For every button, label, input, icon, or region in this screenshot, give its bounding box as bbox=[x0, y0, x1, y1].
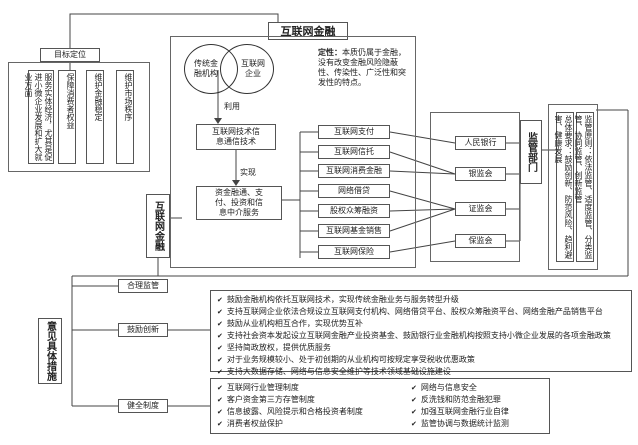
system-item: 消费者权益保护 bbox=[217, 418, 363, 430]
regulator-item: 证监会 bbox=[455, 202, 506, 216]
definition-label: 定性： bbox=[318, 48, 342, 57]
system-item: 互联网行业管理制度 bbox=[217, 382, 363, 394]
dept-title: 监管部门 bbox=[520, 120, 542, 184]
goal-panel bbox=[8, 62, 150, 172]
business-item: 股权众筹融资 bbox=[318, 204, 390, 218]
business-item: 互联网保险 bbox=[318, 245, 390, 259]
goal-item: 服务实体经济，尤其是促进小微企业发展和扩大就业方面 bbox=[24, 70, 54, 164]
business-item: 互联网信托 bbox=[318, 145, 390, 159]
innovate-item: 对于业务规模较小、处于初创期的从业机构可按规定享受税收优惠政策 bbox=[217, 354, 625, 366]
realize-label: 实现 bbox=[240, 168, 256, 177]
definition: 定性：本质仍属于金融，没有改变金融风险隐蔽性、传染性、广泛性和突发性的特点。 bbox=[318, 48, 412, 108]
system-panel: 互联网行业管理制度 客户资金第三方存管制度 信息披露、风险提示和合格投资者制度 … bbox=[210, 378, 550, 434]
system-item: 信息披露、风险提示和合格投资者制度 bbox=[217, 406, 363, 418]
venn-right-label: 互联网 企业 bbox=[241, 59, 265, 78]
system-item: 监管协调与数据统计监测 bbox=[411, 418, 509, 430]
section-label-regulate: 合理监管 bbox=[118, 279, 168, 293]
tech-box: 互联网技术信 息通信技术 bbox=[196, 124, 276, 150]
central-frame bbox=[170, 36, 416, 268]
venn-left-label: 传统金 融机构 bbox=[194, 59, 218, 78]
regulator-item: 银监会 bbox=[455, 167, 506, 181]
innovate-item: 支持社会资本发起设立互联网金融产业投资基金、鼓励银行业金融机构按照支持小微企业发… bbox=[217, 330, 625, 342]
innovate-item: 支持大数据存储、网络与信息安全维护等技术领域基础设施建设 bbox=[217, 366, 625, 378]
system-item: 客户资金第三方存管制度 bbox=[217, 394, 363, 406]
regulator-panel bbox=[430, 112, 520, 262]
system-item: 反洗钱和防范金融犯罪 bbox=[411, 394, 509, 406]
principle-item: 总体要求：鼓励创新、防范风险、趋利避害、健康发展 bbox=[554, 112, 574, 262]
left-label: 互联网金融 bbox=[146, 194, 170, 258]
goal-item: 维护金融稳定 bbox=[86, 70, 104, 164]
goal-label: 目标定位 bbox=[40, 48, 100, 62]
services-box: 资金融通、支 付、投资和信 息中介服务 bbox=[196, 186, 282, 220]
innovate-item: 支持互联网企业依法合规设立互联网支付机构、网络借贷平台、股权众筹融资平台、网络金… bbox=[217, 306, 625, 318]
system-item: 加强互联网金融行业自律 bbox=[411, 406, 509, 418]
business-item: 互联网基金销售 bbox=[318, 224, 390, 238]
definition-text: 本质仍属于金融，没有改变金融风险隐蔽性、传染性、广泛性和突发性的特点。 bbox=[318, 48, 406, 87]
system-item: 网络与信息安全 bbox=[411, 382, 509, 394]
innovate-item: 鼓励从业机构相互合作，实现优势互补 bbox=[217, 318, 625, 330]
innovate-item: 鼓励金融机构依托互联网技术，实现传统金融业务与服务转型升级 bbox=[217, 294, 625, 306]
principle-item: 监管原则：依法监管、适度监管、分类监管、协同监管、创新监管 bbox=[574, 112, 594, 262]
main-title: 互联网金融 bbox=[268, 22, 348, 40]
section-label-system: 健全制度 bbox=[118, 399, 168, 413]
goal-to-title-line bbox=[69, 13, 279, 52]
innovate-panel: 鼓励金融机构依托互联网技术，实现传统金融业务与服务转型升级 支持互联网企业依法合… bbox=[210, 290, 632, 376]
venn-circle-right bbox=[220, 44, 274, 94]
regulator-item: 人民银行 bbox=[455, 136, 506, 150]
business-item: 互联网消费金融 bbox=[318, 164, 390, 178]
business-item: 网络借贷 bbox=[318, 184, 390, 198]
principles-panel bbox=[548, 104, 598, 270]
goal-item: 维护市场秩序 bbox=[116, 70, 134, 164]
goal-item: 保障消费者权益 bbox=[58, 70, 76, 164]
use-label: 利用 bbox=[224, 102, 240, 111]
regulator-item: 保监会 bbox=[455, 234, 506, 248]
business-item: 互联网支付 bbox=[318, 125, 390, 139]
section-label-innovate: 鼓励创新 bbox=[118, 323, 168, 337]
innovate-item: 坚持简政放权，提供优质服务 bbox=[217, 342, 625, 354]
measures-title: 意见具体措施 bbox=[38, 318, 62, 384]
